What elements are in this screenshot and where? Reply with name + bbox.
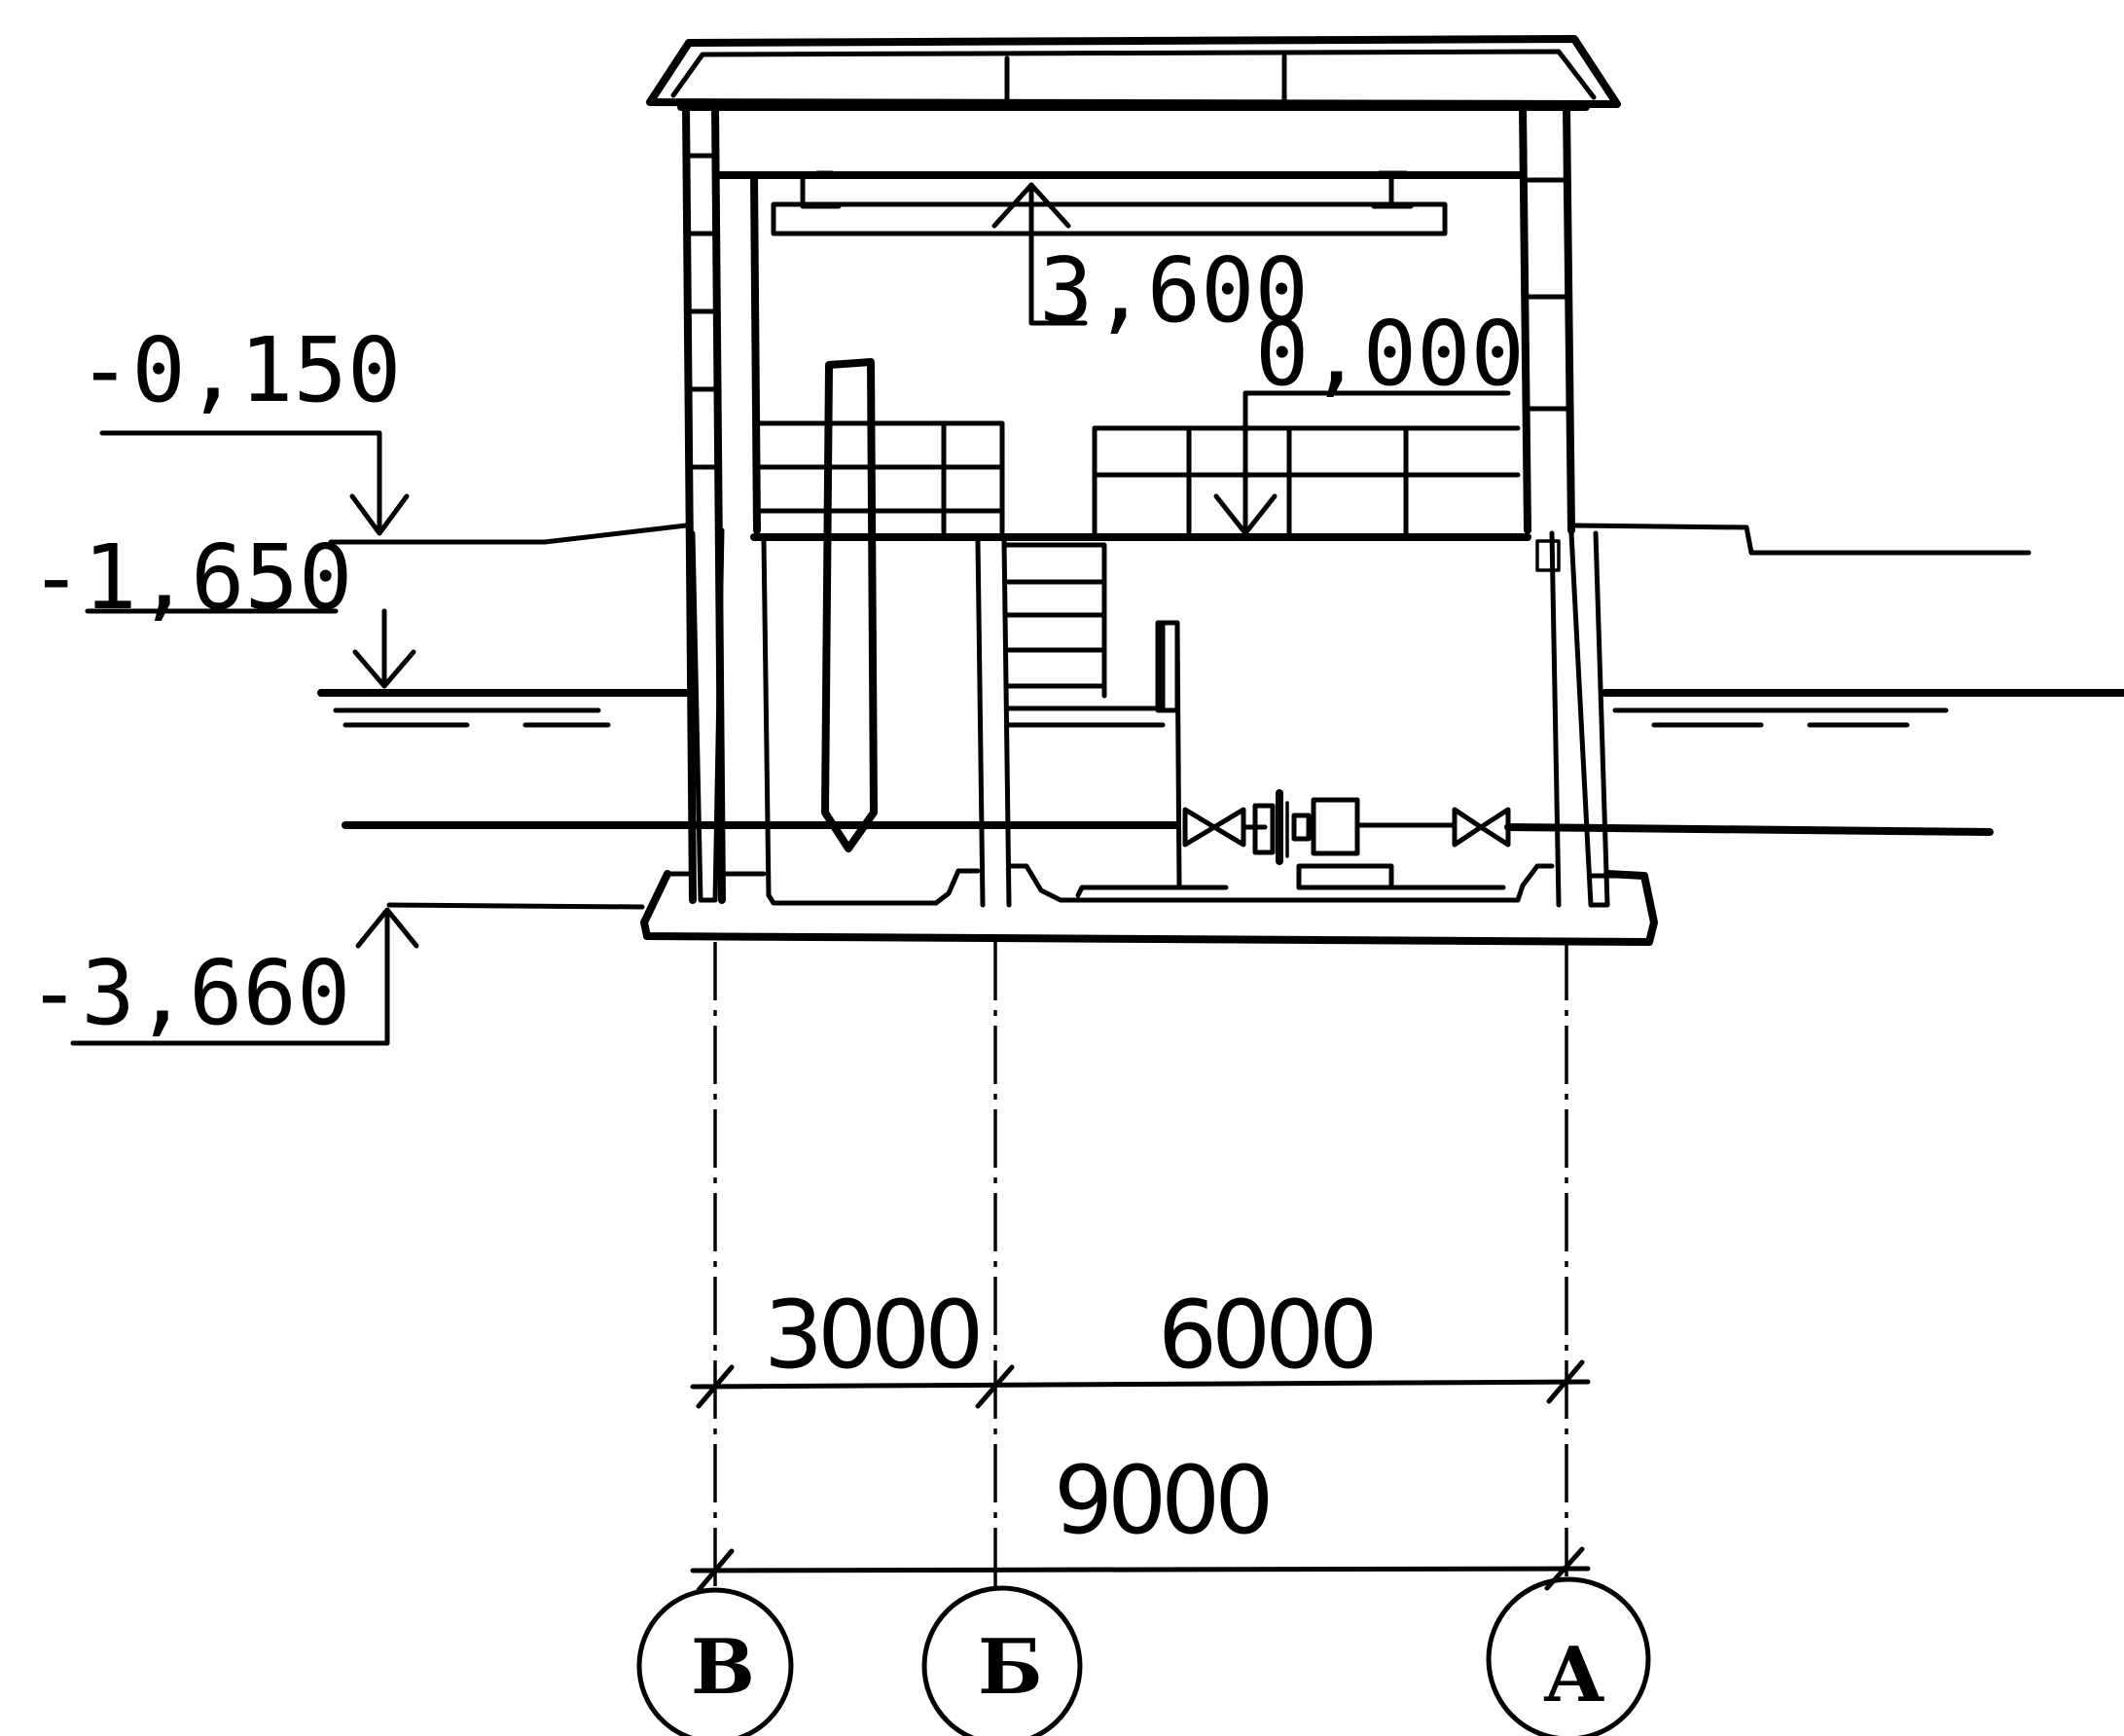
- dimension-lines: 3000 6000 9000: [690, 1281, 1591, 1593]
- stairs: [1004, 542, 1182, 888]
- grid-axes: [713, 942, 1568, 1596]
- ground-line: [328, 523, 2032, 556]
- elevation-water: -1,650: [29, 525, 2124, 728]
- railings: [756, 420, 1521, 536]
- elevation-label-minus-1650: -1,650: [29, 525, 352, 630]
- elevation-label-3600: 3,600: [1039, 238, 1309, 343]
- elevation-floor: 0,000: [1213, 302, 1525, 536]
- right-wall: [1519, 103, 1575, 534]
- roof: [646, 35, 1621, 111]
- valve-icon: [1182, 807, 1246, 848]
- elevation-label-0000: 0,000: [1255, 302, 1525, 406]
- elevation-bottom: -3,660: [27, 902, 645, 1046]
- dimension-label-9000: 9000: [1054, 1446, 1268, 1555]
- elevation-top-crane: 3,600: [1028, 182, 1309, 343]
- left-wall: [682, 101, 761, 904]
- elevation-label-minus-0150: -0,150: [78, 318, 401, 422]
- axis-bubble-v: [636, 1587, 794, 1736]
- valve-icon: [1452, 807, 1511, 848]
- axis-label-a: А: [1543, 1631, 1605, 1719]
- axis-bubble-b: [921, 1585, 1083, 1736]
- pipeline: [342, 789, 1994, 890]
- pump-shaft: [821, 358, 878, 852]
- elevation-ground: -0,150: [78, 318, 410, 536]
- axis-label-v: В: [691, 1623, 755, 1712]
- crane-beam: [716, 170, 1527, 236]
- axis-label-b: Б: [978, 1623, 1043, 1712]
- foundation-slab: [640, 870, 1658, 946]
- elevation-label-minus-3660: -3,660: [27, 941, 350, 1045]
- axis-bubble-a: [1486, 1576, 1651, 1736]
- dimension-label-3000: 3000: [764, 1281, 978, 1390]
- basement-walls: [690, 527, 1610, 908]
- axis-bubbles: В Б А: [636, 1576, 1651, 1736]
- dimension-label-6000: 6000: [1158, 1281, 1372, 1390]
